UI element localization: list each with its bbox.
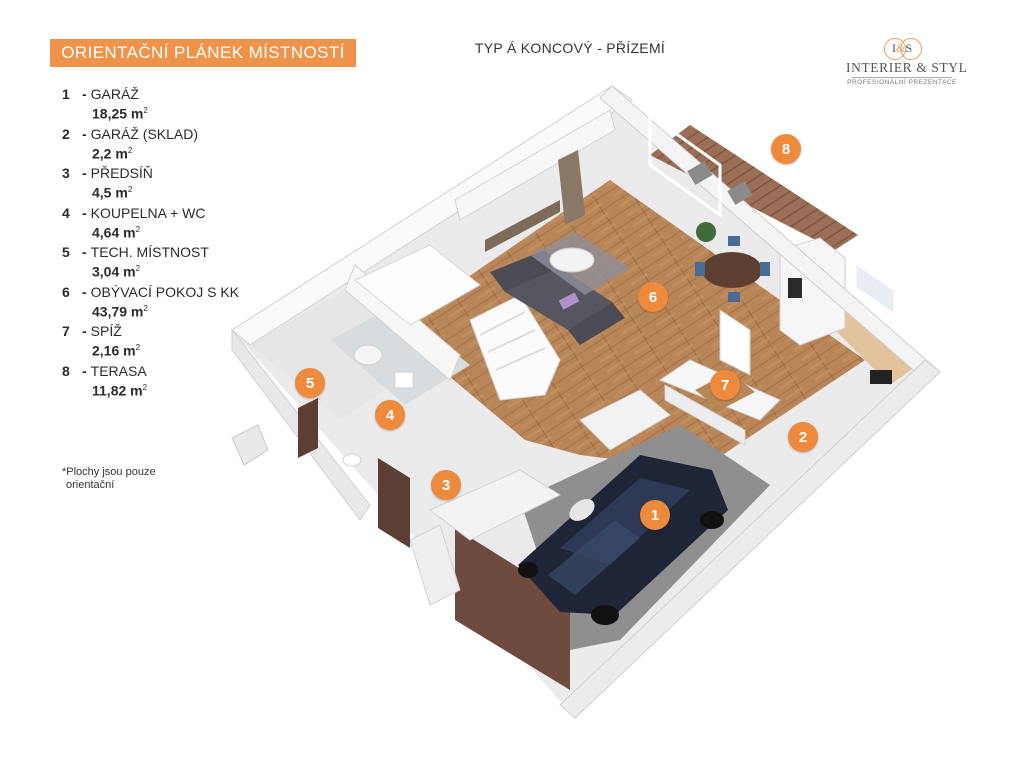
room-name: GARÁŽ <box>90 86 139 102</box>
room-number: 7 <box>62 323 70 339</box>
room-number: 1 <box>62 86 70 102</box>
room-legend-item: 5-TECH. MÍSTNOST 3,04 m2 <box>62 244 209 280</box>
plan-title-banner: ORIENTAČNÍ PLÁNEK MÍSTNOSTÍ <box>50 39 356 67</box>
room-marker-7: 7 <box>710 370 740 400</box>
brand-logo: I&S INTERIER & STYL PROFESIONÁLNÍ PREZEN… <box>846 38 968 88</box>
room-legend: 1-GARÁŽ 18,25 m2 2-GARÁŽ (SKLAD) 2,2 m2 … <box>62 86 292 402</box>
room-marker-8: 8 <box>771 134 801 164</box>
room-legend-item: 7-SPÍŽ 2,16 m2 <box>62 323 141 359</box>
logo-brand-name: INTERIER & STYL <box>846 60 968 75</box>
room-number: 2 <box>62 125 70 142</box>
logo-tagline: PROFESIONÁLNÍ PREZENTACE <box>847 79 957 86</box>
room-legend-item: 1-GARÁŽ 18,25 m2 <box>62 86 148 122</box>
logo-monogram-right: S <box>905 41 913 55</box>
room-name: TERASA <box>90 362 147 379</box>
staircase <box>469 294 561 401</box>
plan-title: ORIENTAČNÍ PLÁNEK MÍSTNOSTÍ <box>61 43 345 62</box>
room-marker-6: 6 <box>638 282 668 312</box>
room-number: 8 <box>62 362 70 379</box>
room-marker-5: 5 <box>295 368 325 398</box>
room-number: 6 <box>62 283 70 300</box>
garage-door <box>455 528 570 690</box>
terrace-deck <box>650 125 858 250</box>
plan-subtitle: TYP Á KONCOVÝ - PŘÍZEMÍ <box>474 40 666 56</box>
floor-plan-illustration <box>231 85 941 719</box>
room-name: KOUPELNA + WC <box>90 204 206 221</box>
area-disclaimer: *Plochy jsou pouze orientační <box>62 466 156 491</box>
logo-monogram-amp: & <box>895 41 906 55</box>
room-name: OBÝVACÍ POKOJ S KK <box>90 283 240 300</box>
room-legend-item: 4-KOUPELNA + WC 4,64 m2 <box>62 204 206 241</box>
logo-monogram-left: I <box>891 41 896 55</box>
room-name: TECH. MÍSTNOST <box>90 244 209 260</box>
room-number: 3 <box>62 165 70 181</box>
room-marker-3: 3 <box>431 470 461 500</box>
room-area: 4,64 m <box>92 224 136 241</box>
room-legend-item: 2-GARÁŽ (SKLAD) 2,2 m2 <box>62 125 199 162</box>
room-marker-1: 1 <box>640 500 670 530</box>
room-legend-item: 3-PŘEDSÍŇ 4,5 m2 <box>62 165 153 201</box>
logo-monogram-icon: I&S <box>880 38 924 60</box>
room-area: 3,04 m <box>92 263 136 280</box>
room-area: 18,25 m <box>92 105 144 122</box>
room-name: SPÍŽ <box>90 323 122 339</box>
room-name: GARÁŽ (SKLAD) <box>90 125 199 142</box>
car <box>518 455 728 625</box>
room-marker-4: 4 <box>375 400 405 430</box>
dining-table <box>702 252 762 288</box>
room-area: 2,2 m <box>92 145 128 162</box>
room-marker-2: 2 <box>788 422 818 452</box>
room-legend-item: 6-OBÝVACÍ POKOJ S KK 43,79 m2 <box>62 283 240 320</box>
room-area: 11,82 m <box>92 382 143 399</box>
room-area: 2,16 m <box>92 342 136 359</box>
kitchen-counter <box>820 298 925 385</box>
room-number: 5 <box>62 244 70 260</box>
room-number: 4 <box>62 204 70 221</box>
room-name: PŘEDSÍŇ <box>90 165 153 181</box>
room-area: 43,79 m <box>92 303 144 320</box>
room-legend-item: 8-TERASA 11,82 m2 <box>62 362 148 399</box>
room-area: 4,5 m <box>92 184 128 201</box>
